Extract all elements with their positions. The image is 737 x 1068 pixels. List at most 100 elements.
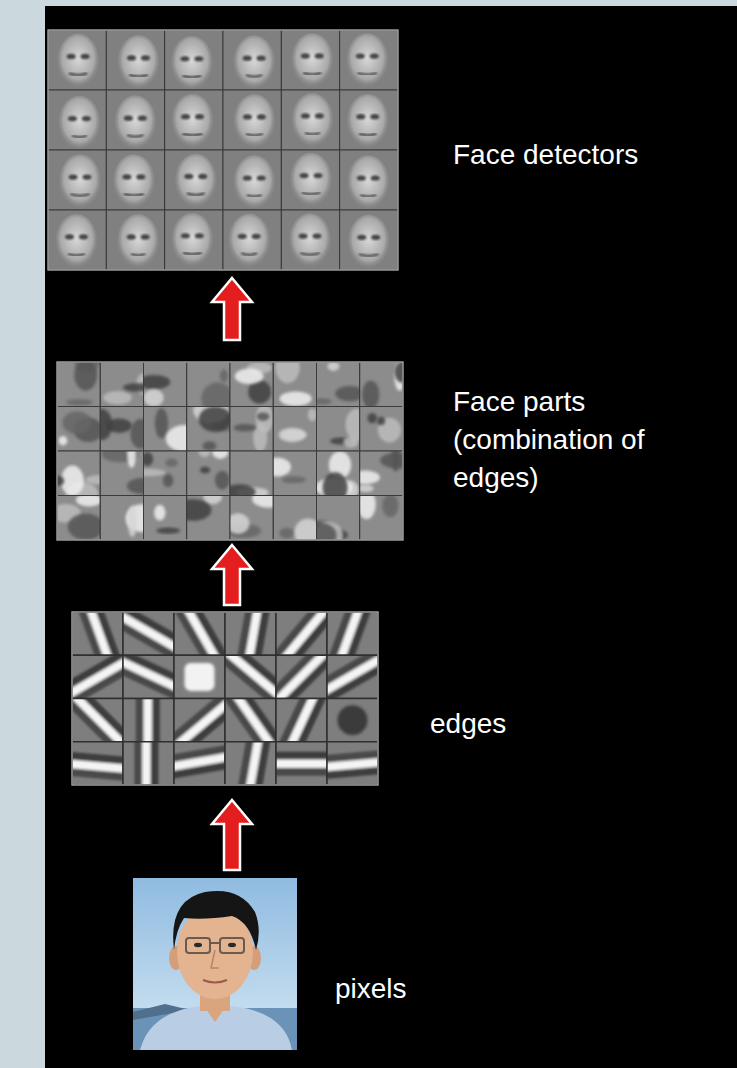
face-cell-content [48, 150, 106, 210]
cell-border [230, 407, 273, 452]
eye [69, 174, 78, 179]
mouth [68, 254, 85, 256]
mouth [70, 194, 89, 196]
face-cell [106, 30, 164, 90]
cell-ground [165, 90, 223, 150]
cell-ground [223, 150, 281, 210]
mouth [357, 73, 377, 75]
face-cell-content [106, 150, 164, 210]
part-cell [230, 404, 273, 452]
part-cell-content [317, 362, 360, 407]
face-cell [165, 90, 223, 150]
dark-stripe [276, 752, 327, 759]
face-shape [346, 33, 388, 88]
cell-ground [273, 407, 316, 452]
eye [138, 116, 147, 121]
nose [137, 240, 139, 248]
nose [253, 181, 255, 189]
cell-border [72, 742, 123, 785]
black-panel [45, 6, 737, 1068]
eye [68, 116, 77, 121]
mouth [72, 135, 87, 137]
cell-ground [281, 150, 339, 210]
cell-ground [165, 210, 223, 270]
part-cell-content [230, 362, 273, 407]
part-blob [201, 382, 230, 406]
cell-ground [48, 210, 106, 270]
part-blob [103, 391, 132, 405]
face-shape [291, 33, 333, 88]
cell-border [230, 451, 273, 496]
edge-cell [292, 742, 414, 785]
cell-border [48, 150, 106, 210]
part-cell [138, 362, 187, 407]
cell-border [187, 451, 230, 496]
part-blob [327, 362, 339, 371]
cell-ground [340, 90, 398, 150]
face-shape [172, 94, 214, 149]
edge-cell-content [327, 655, 378, 698]
eye [141, 234, 150, 239]
dark-stripe [174, 699, 225, 742]
cell-border [57, 407, 100, 452]
eye [194, 56, 203, 61]
nose [78, 122, 80, 130]
shirt [140, 1006, 292, 1050]
part-cell [230, 362, 273, 407]
dark-stripe [136, 699, 143, 742]
cell-border [57, 451, 100, 496]
cell-ground [106, 150, 164, 210]
light-stripe [144, 699, 152, 742]
part-blob [61, 466, 84, 496]
eye [314, 173, 323, 178]
dark-blob [338, 705, 368, 735]
part-blob [317, 522, 337, 540]
mouth [305, 133, 320, 135]
face-cell [106, 210, 164, 270]
layer-label: edges [430, 705, 506, 743]
eye [243, 114, 252, 119]
part-blob [144, 375, 171, 389]
face-part-grid [51, 351, 417, 550]
cell-border [223, 30, 281, 90]
part-cell [174, 489, 230, 540]
gabor-stripes [72, 655, 123, 698]
part-blob [154, 505, 165, 521]
face-shape [228, 214, 270, 269]
eye [243, 56, 252, 61]
dark-stripe [225, 699, 276, 742]
gabor-stripes [327, 747, 378, 781]
cell-ground [340, 30, 398, 90]
eye [228, 943, 236, 947]
nose [248, 239, 250, 247]
cell-ground [223, 30, 281, 90]
cell-ground [223, 210, 281, 270]
eye [65, 234, 74, 239]
eye [371, 175, 380, 180]
face-shape [171, 213, 213, 268]
edge-cell-content [225, 655, 276, 698]
mouth [131, 254, 145, 256]
part-blob [58, 436, 67, 445]
cell-ground [48, 90, 106, 150]
arrows [212, 278, 252, 870]
cell-border [230, 496, 273, 541]
part-cell-content [187, 407, 230, 452]
edge-cell-content [276, 699, 327, 742]
part-blob [128, 506, 137, 537]
part-cell-content [230, 496, 273, 541]
mouth [182, 76, 201, 78]
edge-cell-content [174, 655, 225, 698]
eye [124, 116, 133, 121]
dark-stripe [225, 655, 276, 698]
gabor-stripes [72, 612, 123, 655]
face-shape [113, 154, 155, 209]
gabor-stripes [72, 749, 123, 783]
dark-stripe [123, 655, 174, 698]
edge-cell-content [123, 699, 174, 742]
part-cell-content [360, 451, 403, 496]
part-blob [127, 451, 136, 468]
face-cell-content [165, 90, 223, 150]
eye [184, 174, 193, 179]
mouth [359, 254, 379, 256]
